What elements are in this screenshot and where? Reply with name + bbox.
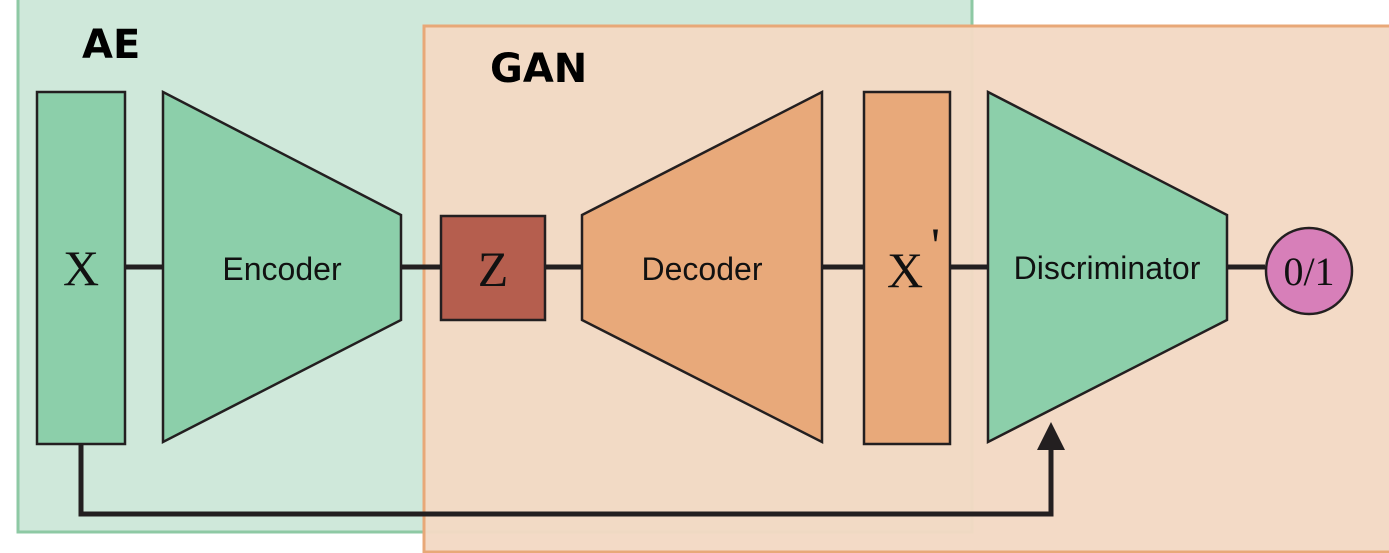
x-prime-block bbox=[862, 90, 952, 446]
z-latent-block bbox=[439, 214, 547, 322]
x-input-label: X bbox=[63, 240, 99, 296]
connectors bbox=[78, 264, 1265, 517]
output-label: 0/1 bbox=[1283, 249, 1334, 294]
decoder-label: Decoder bbox=[642, 251, 763, 287]
x-prime-label: X bbox=[887, 242, 923, 298]
z-latent-label: Z bbox=[478, 241, 509, 297]
decoder-block bbox=[580, 89, 824, 445]
edge-x-discriminator-skip bbox=[78, 444, 1054, 517]
output-circle bbox=[1264, 226, 1354, 316]
ae-group-title: AE bbox=[82, 22, 140, 68]
x-input-block bbox=[35, 90, 127, 446]
discriminator-label: Discriminator bbox=[1014, 250, 1201, 286]
discriminator-block bbox=[986, 89, 1229, 445]
gan-group-title: GAN bbox=[490, 46, 587, 92]
encoder-label: Encoder bbox=[222, 251, 342, 287]
encoder-block bbox=[161, 89, 403, 445]
x-prime-mark: ' bbox=[931, 217, 940, 273]
skip-arrowhead bbox=[1037, 422, 1065, 450]
